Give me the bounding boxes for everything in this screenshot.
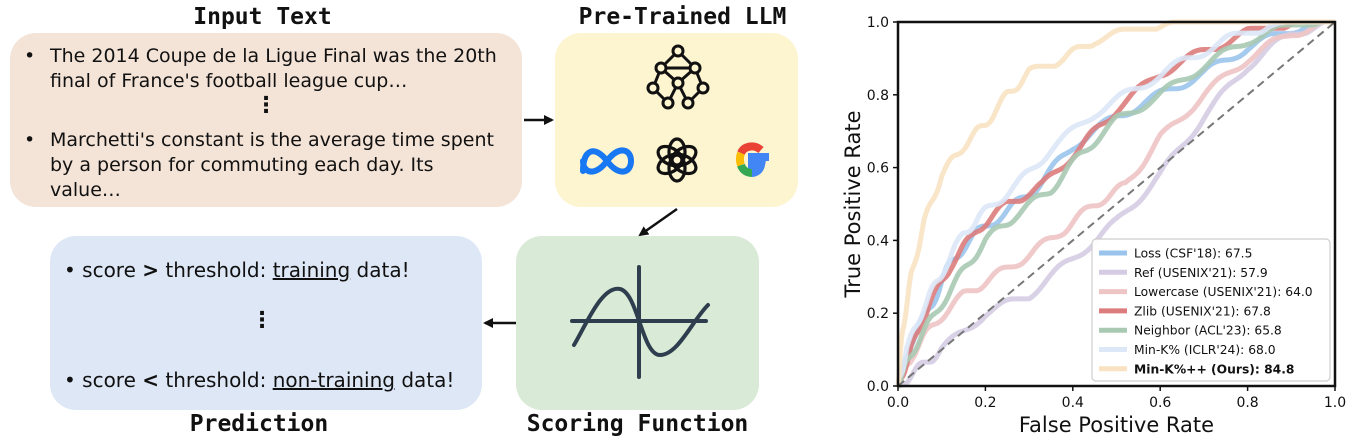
x-tick-label: 0.2 xyxy=(974,395,996,411)
legend-entry: Zlib (USENIX'21): 67.8 xyxy=(1134,304,1271,318)
legend-entry: Loss (CSF'18): 67.5 xyxy=(1134,247,1252,261)
bullet-marker: • xyxy=(64,258,76,282)
google-logo xyxy=(735,142,769,177)
prediction-title: Prediction xyxy=(189,411,329,437)
x-tick-label: 0.6 xyxy=(1149,395,1171,411)
openai-logo xyxy=(656,137,698,183)
scoring-curve-icon xyxy=(570,265,710,379)
training-label: training xyxy=(272,258,351,282)
legend-entry: Neighbor (ACL'23): 65.8 xyxy=(1134,324,1282,338)
bullet-marker: • xyxy=(24,129,36,151)
x-tick-label: 0.8 xyxy=(1236,395,1258,411)
y-tick-label: 0.0 xyxy=(867,379,889,395)
legend-entry: Ref (USENIX'21): 57.9 xyxy=(1134,266,1268,280)
score-label: score xyxy=(82,368,136,392)
roc-curve-series-6 xyxy=(895,19,1335,387)
input-item-1-text: The 2014 Coupe de la Ligue Final was the… xyxy=(50,45,497,92)
data-suffix: data! xyxy=(401,368,455,392)
prediction-training-line: • score > threshold: training data! xyxy=(64,258,410,282)
scoring-function-box xyxy=(516,236,759,410)
input-text-title: Input Text xyxy=(193,4,332,30)
legend-entry: Min-K% (ICLR'24): 68.0 xyxy=(1134,343,1276,357)
llm-box xyxy=(555,33,798,207)
legend-box xyxy=(1091,238,1331,382)
score-label: score xyxy=(82,258,136,282)
roc-curve-series-3 xyxy=(895,19,1335,388)
prediction-ellipsis: ⋮ xyxy=(251,308,273,333)
bullet-marker: • xyxy=(64,368,76,392)
y-tick-label: 0.8 xyxy=(867,88,889,104)
input-item-2-text: Marchetti's constant is the average time… xyxy=(50,129,494,201)
non-training-label: non-training xyxy=(272,368,395,392)
x-tick-label: 1.0 xyxy=(1324,395,1346,411)
y-tick-label: 0.2 xyxy=(867,306,889,322)
x-tick-label: 0.0 xyxy=(887,395,909,411)
prediction-non-training-line: • score < threshold: non-training data! xyxy=(64,368,454,392)
arrow-llm-to-scoring xyxy=(638,207,678,237)
greater-than-sign: > xyxy=(142,258,160,282)
neural-network-icon xyxy=(646,44,710,110)
x-tick-label: 0.4 xyxy=(1062,395,1084,411)
legend-entry: Lowercase (USENIX'21): 64.0 xyxy=(1134,285,1313,299)
meta-logo xyxy=(580,147,635,175)
y-tick-label: 0.4 xyxy=(867,233,889,249)
less-than-sign: < xyxy=(142,368,160,392)
threshold-label: threshold: xyxy=(165,258,267,282)
y-tick-label: 1.0 xyxy=(867,15,889,31)
input-text-box: • The 2014 Coupe de la Ligue Final was t… xyxy=(10,33,522,207)
y-axis-label: True Positive Rate xyxy=(841,110,865,298)
plot-frame xyxy=(896,20,1337,388)
x-axis-label: False Positive Rate xyxy=(1019,413,1214,437)
input-ellipsis: ⋮ xyxy=(255,93,277,118)
roc-chart: 0.0 0.2 0.4 0.6 0.8 1.0 0.0 0.2 0.4 0.6 0.8 1.0Fals… xyxy=(841,15,1346,437)
scoring-function-title: Scoring Function xyxy=(526,411,749,437)
roc-curve-series-5 xyxy=(896,19,1335,389)
threshold-label: threshold: xyxy=(165,368,267,392)
y-tick-label: 0.6 xyxy=(867,161,889,177)
prediction-box: • score > threshold: training data! ⋮ • … xyxy=(50,236,482,410)
roc-curve-series-1 xyxy=(895,19,1335,387)
legend-entry: Min-K%++ (Ours): 84.8 xyxy=(1134,362,1294,376)
chance-diagonal xyxy=(897,21,1336,387)
bullet-marker: • xyxy=(24,45,36,67)
llm-title: Pre-Trained LLM xyxy=(578,4,787,30)
data-suffix: data! xyxy=(356,258,410,282)
